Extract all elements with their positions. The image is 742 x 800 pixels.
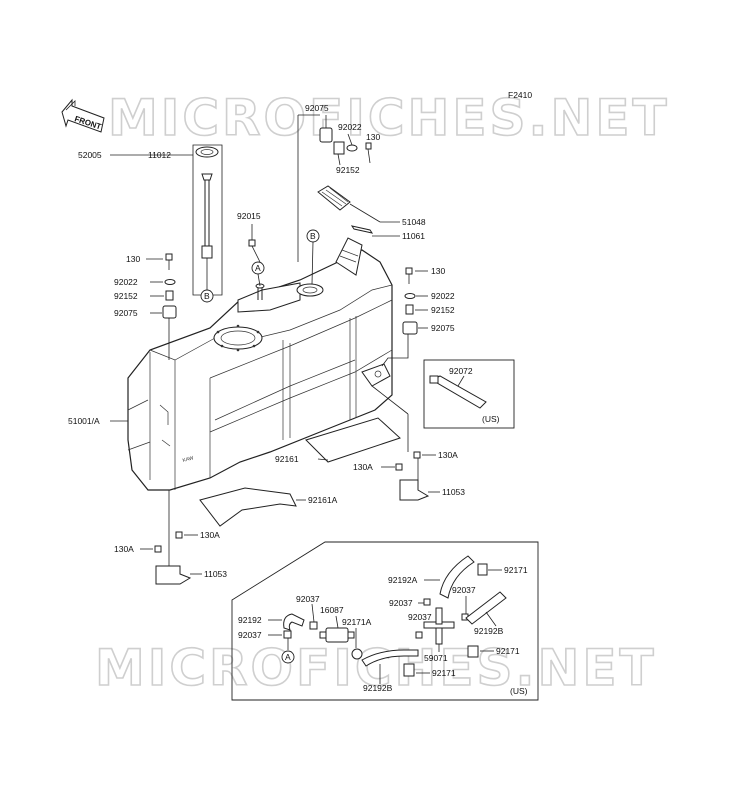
valve-16087-icon: [319, 627, 355, 643]
label-130a-l1: 130A: [200, 530, 220, 540]
collar-92152-left-icon: [165, 290, 174, 301]
label-92037-b: 92037: [389, 598, 413, 608]
hose-92192b-right-icon: [465, 591, 507, 625]
label-92075-right: 92075: [431, 323, 455, 333]
pad-92161a-icon: [199, 487, 297, 527]
hose-92192b-bottom-icon: [361, 649, 419, 667]
label-59071: 59071: [424, 653, 448, 663]
callout-a-bottom: [281, 650, 295, 664]
hose-box: [231, 541, 539, 701]
label-92171-b: 92171: [496, 646, 520, 656]
bolt-130-left-icon: [165, 253, 173, 270]
clip-92015-icon: [248, 239, 256, 247]
fuel-gauge-icon: [195, 146, 219, 259]
callout-a-bottom-text: A: [285, 652, 291, 662]
label-11061: 11061: [402, 231, 425, 241]
grommet-92075-left-icon: [162, 305, 177, 319]
callout-a-circle-text: A: [255, 263, 261, 273]
callout-b-bottom-text: B: [204, 291, 210, 301]
label-51048: 51048: [402, 217, 426, 227]
gasket-11061-icon: [350, 225, 374, 234]
label-92192b-b: 92192B: [363, 683, 393, 693]
collar-92152-top-icon: [333, 141, 345, 155]
clamp-92037-b-icon: [423, 598, 431, 606]
hose-92192-icon: [283, 613, 305, 631]
label-92152-right: 92152: [431, 305, 455, 315]
label-92152-left: 92152: [114, 291, 138, 301]
clip-92171a-icon: [351, 648, 363, 660]
strap-box: [423, 359, 515, 429]
hose-92192a-icon: [439, 555, 475, 599]
label-92161: 92161: [275, 454, 299, 464]
label-us-strap: (US): [482, 414, 500, 424]
front-arrow-icon: FRONT: [61, 98, 105, 133]
label-92161a: 92161A: [308, 495, 338, 505]
label-92022-left: 92022: [114, 277, 138, 287]
clip-92171-b-icon: [467, 645, 479, 658]
label-92075-top: 92075: [305, 103, 329, 113]
label-92171-c: 92171: [432, 668, 456, 678]
bolt-130a-l2-icon: [154, 545, 162, 553]
label-92037-a: 92037: [452, 585, 476, 595]
label-130a-r1: 130A: [438, 450, 458, 460]
tee-joint-59071-icon: [423, 607, 455, 645]
clip-92171-c-icon: [403, 663, 415, 677]
label-92171a: 92171A: [342, 617, 372, 627]
bolt-130a-l1-icon: [175, 531, 183, 539]
label-52005: 52005: [78, 150, 102, 160]
clamp-92037-c-icon: [415, 631, 423, 639]
svg-text:KAW: KAW: [182, 455, 195, 464]
label-51001-a: 51001/A: [68, 416, 100, 426]
label-130-top: 130: [366, 132, 380, 142]
clamp-92037-e-icon: [283, 630, 292, 639]
bracket-11053-left-icon: [155, 565, 192, 585]
fuel-tank: KAW: [127, 237, 393, 491]
label-11012: 11012: [148, 150, 171, 160]
clip-92171-a-icon: [477, 563, 488, 576]
clamp-92037-d-icon: [309, 621, 318, 630]
label-us-hose: (US): [510, 686, 528, 696]
label-92037-c: 92037: [408, 612, 432, 622]
label-92192: 92192: [238, 615, 262, 625]
label-130-right: 130: [431, 266, 445, 276]
callout-b-circle-text: B: [310, 231, 316, 241]
label-130-left: 130: [126, 254, 140, 264]
pad-92161-icon: [305, 417, 401, 463]
label-130a-l2: 130A: [114, 544, 134, 554]
label-92192a: 92192A: [388, 575, 418, 585]
grommet-92075-top-icon: [319, 127, 333, 143]
bolt-130-top-icon: [365, 142, 372, 164]
washer-92022-top-icon: [346, 144, 358, 152]
washer-92022-right-icon: [404, 293, 416, 299]
label-92037-e: 92037: [238, 630, 262, 640]
label-92015: 92015: [237, 211, 261, 221]
label-92075-left: 92075: [114, 308, 138, 318]
drawing-code: F2410: [508, 90, 532, 100]
label-130a-r2: 130A: [353, 462, 373, 472]
label-92022-top: 92022: [338, 122, 362, 132]
collar-92152-right-icon: [405, 304, 414, 315]
label-11053-right: 11053: [442, 487, 465, 497]
label-92192b-r: 92192B: [474, 626, 504, 636]
washer-92022-left-icon: [164, 279, 176, 285]
bracket-11053-right-icon: [399, 479, 430, 501]
label-92037-d: 92037: [296, 594, 320, 604]
strap-92072-icon: [429, 375, 487, 409]
label-11053-left: 11053: [204, 569, 227, 579]
grommet-92075-right-icon: [402, 321, 418, 335]
watermark-top: MICROFICHES.NET: [108, 89, 670, 147]
bolt-130a-r2-icon: [395, 463, 403, 471]
label-92022-right: 92022: [431, 291, 455, 301]
label-16087: 16087: [320, 605, 344, 615]
bolt-130a-r1-icon: [413, 451, 421, 459]
watermark-bottom: MICROFICHES.NET: [95, 639, 657, 697]
label-92072: 92072: [449, 366, 473, 376]
label-92152-top: 92152: [336, 165, 360, 175]
label-92171-a: 92171: [504, 565, 528, 575]
filler-cap-51048-icon: [317, 185, 351, 211]
bolt-130-right-icon: [405, 267, 413, 284]
